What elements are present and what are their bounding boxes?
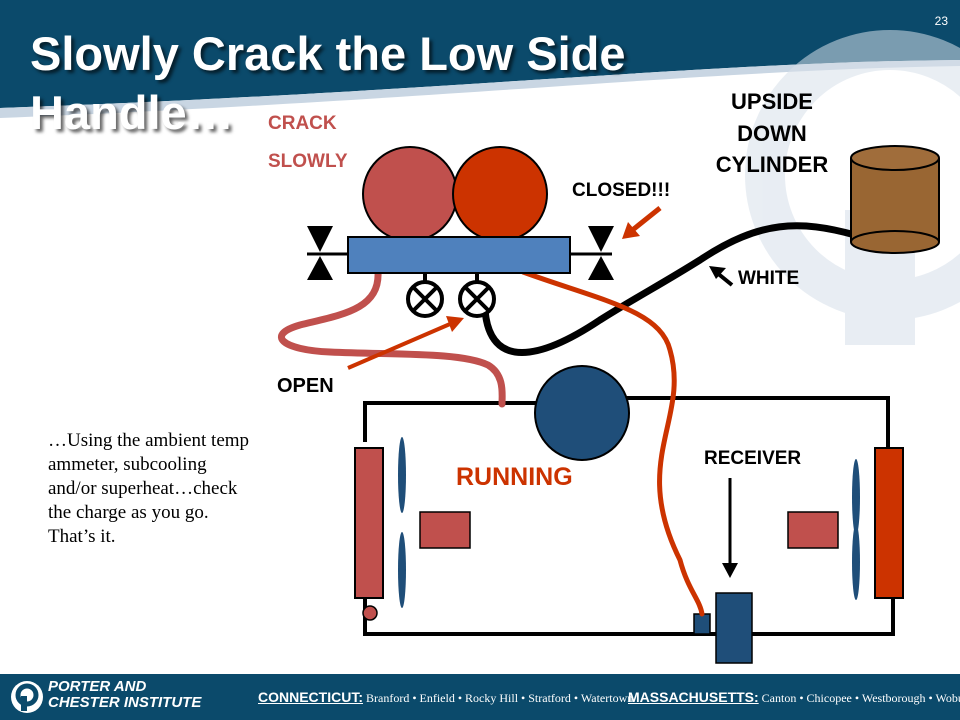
service-valves <box>406 273 496 318</box>
low-side-hose <box>277 268 506 408</box>
note-line: and/or superheat…check <box>48 478 238 499</box>
label-slowly: SLOWLY <box>268 151 348 172</box>
compressor <box>534 365 630 461</box>
header-band <box>0 0 960 108</box>
massachusetts-towns: Canton • Chicopee • Westborough • Woburn <box>761 691 960 705</box>
low-side-gauge <box>362 146 458 242</box>
massachusetts-locations: MASSACHUSETTS: Canton • Chicopee • Westb… <box>628 689 960 706</box>
note-line: the charge as you go. <box>48 502 209 523</box>
low-side-handle <box>307 226 333 280</box>
instruction-note: …Using the ambient temp ammeter, subcool… <box>48 429 313 549</box>
white-hose <box>481 222 859 356</box>
label-open: OPEN <box>277 375 334 397</box>
right-coil <box>874 447 904 599</box>
label-upside: UPSIDE <box>731 89 813 114</box>
high-side-handle <box>588 226 614 280</box>
note-line: That’s it. <box>48 526 116 547</box>
footer: PORTER AND CHESTER INSTITUTE CONNECTICUT… <box>0 674 960 720</box>
refrigerant-cylinder <box>850 145 940 254</box>
left-coil <box>354 447 384 599</box>
receiver-arrow <box>722 478 738 578</box>
slide-title: Slowly Crack the Low Side Handle… <box>30 27 626 139</box>
receiver-tank <box>715 592 753 664</box>
note-line: ammeter, subcooling <box>48 454 207 475</box>
left-coil-fitting <box>362 605 378 621</box>
note-line: …Using the ambient temp <box>48 430 250 451</box>
label-crack: CRACK <box>268 113 337 134</box>
high-side-gauge <box>452 146 548 242</box>
institute-name: PORTER AND CHESTER INSTITUTE <box>48 679 201 711</box>
header-swoosh <box>0 60 960 118</box>
connecticut-locations: CONNECTICUT: Branford • Enfield • Rocky … <box>258 689 633 706</box>
manifold-body <box>347 236 571 274</box>
high-side-hose <box>520 269 705 617</box>
label-receiver: RECEIVER <box>704 448 802 469</box>
label-cylinder: CYLINDER <box>715 152 829 177</box>
connecticut-label: CONNECTICUT: <box>258 689 363 705</box>
white-arrow <box>709 266 734 287</box>
label-running: RUNNING <box>456 463 573 491</box>
massachusetts-label: MASSACHUSETTS: <box>628 689 759 705</box>
open-arrow <box>347 316 464 370</box>
label-down: DOWN <box>737 121 807 146</box>
left-fan <box>398 437 471 608</box>
page-number: 23 <box>934 14 948 28</box>
label-white: WHITE <box>738 268 800 289</box>
label-closed: CLOSED!!! <box>572 180 671 201</box>
closed-arrow <box>622 206 662 239</box>
institute-name-line2: CHESTER INSTITUTE <box>48 694 202 711</box>
receiver-fitting <box>693 613 711 635</box>
institute-logo-icon <box>11 681 43 713</box>
right-fan <box>787 459 860 600</box>
connecticut-towns: Branford • Enfield • Rocky Hill • Stratf… <box>366 691 634 705</box>
institute-name-line1: PORTER AND <box>48 678 147 695</box>
